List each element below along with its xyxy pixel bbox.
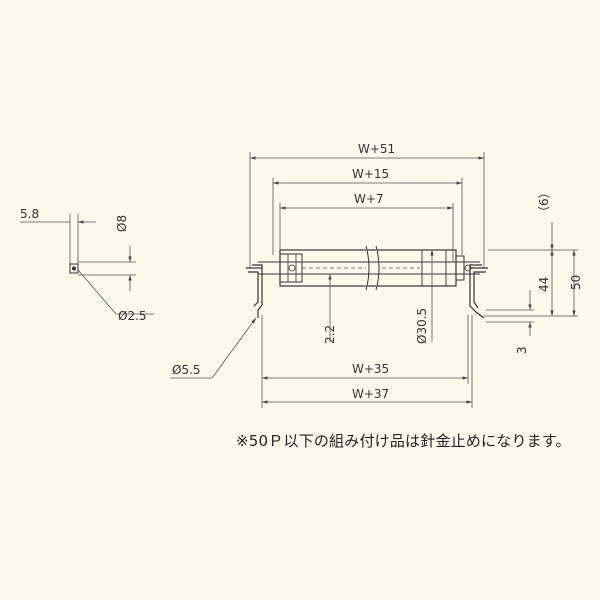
dimension-w35 <box>261 315 469 408</box>
dimension-50 <box>484 250 578 317</box>
roller <box>258 245 480 291</box>
left-frame <box>246 264 263 318</box>
pin-detail <box>20 214 154 315</box>
dimension-6 <box>488 222 578 251</box>
label-2-2: 2.2 <box>323 325 337 344</box>
dimension-3 <box>486 290 534 336</box>
label-6: （6） <box>537 186 551 218</box>
dimension-w51 <box>249 152 485 268</box>
dimension-w15 <box>272 178 463 255</box>
label-44: 44 <box>537 277 551 292</box>
label-d2-5: Ø2.5 <box>118 309 147 323</box>
label-d8: Ø8 <box>115 215 129 232</box>
label-w35: W+35 <box>352 362 389 376</box>
label-d30-5: Ø30.5 <box>415 308 429 344</box>
label-50: 50 <box>569 275 583 290</box>
dimension-w37 <box>262 315 473 408</box>
label-5-8: 5.8 <box>20 207 39 221</box>
assembly-note: ※50Ｐ以下の組み付け品は針金止めになります。 <box>236 432 571 450</box>
right-frame <box>469 264 488 319</box>
label-w37: W+37 <box>352 387 389 401</box>
label-w51: W+51 <box>358 142 395 156</box>
leader-d5-5 <box>170 317 257 379</box>
label-w7: W+7 <box>354 192 384 206</box>
label-3: 3 <box>515 346 529 354</box>
label-w15: W+15 <box>352 167 389 181</box>
label-d5-5: Ø5.5 <box>172 363 201 377</box>
